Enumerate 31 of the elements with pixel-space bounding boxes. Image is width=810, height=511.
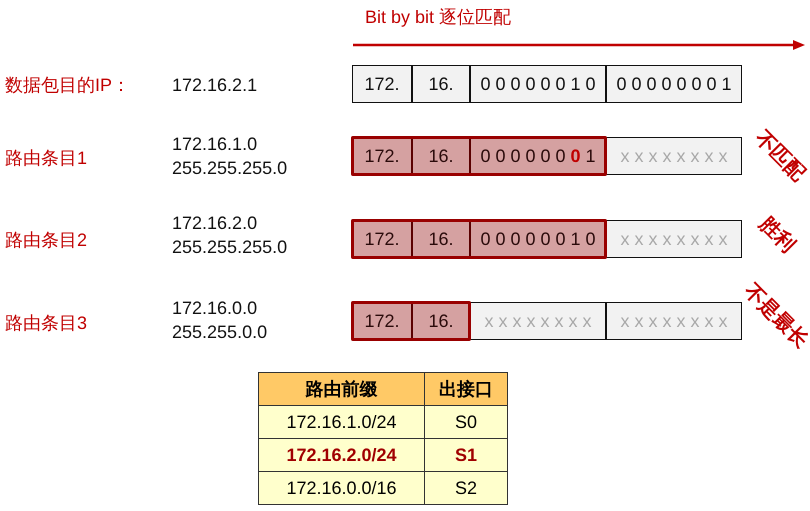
verdict-label: 不匹配 — [751, 127, 809, 185]
heading: Bit by bit 逐位匹配 — [365, 6, 512, 28]
ip-address: 172.16.2.1 — [172, 74, 258, 96]
row-label: 路由条目1 — [5, 147, 88, 169]
binary-cell: 0 0 0 0 0 0 1 0 — [470, 65, 606, 103]
ip-address: 172.16.2.0 — [172, 212, 258, 234]
ip-address: 172.16.0.0 — [172, 297, 258, 319]
wildcard-cell: x x x x x x x x — [470, 302, 606, 340]
row-label: 路由条目2 — [5, 229, 88, 251]
verdict-label: 胜利 — [755, 213, 799, 257]
wildcard-cell: x x x x x x x x — [606, 302, 742, 340]
table-cell: 172.16.1.0/24 — [258, 406, 424, 438]
row-label: 数据包目的IP： — [5, 74, 130, 96]
table-header-cell: 路由前缀 — [258, 372, 424, 406]
table-header-cell: 出接口 — [424, 372, 508, 406]
table-cell: S0 — [424, 406, 508, 438]
octet-cell: 16. — [412, 65, 470, 103]
wildcard-cell: x x x x x x x x — [606, 220, 742, 258]
subnet-mask: 255.255.255.0 — [172, 236, 288, 258]
ip-address: 172.16.1.0 — [172, 133, 258, 155]
table-cell: 172.16.2.0/24 — [258, 438, 424, 472]
row-label: 路由条目3 — [5, 312, 88, 334]
table-cell: S1 — [424, 438, 508, 472]
table-cell: S2 — [424, 472, 508, 504]
octet-cell: 172. — [352, 65, 412, 103]
subnet-mask: 255.255.0.0 — [172, 321, 268, 343]
table-cell: 172.16.0.0/16 — [258, 472, 424, 504]
wildcard-cell: x x x x x x x x — [606, 137, 742, 175]
binary-cell: 0 0 0 0 0 0 0 1 — [606, 65, 742, 103]
subnet-mask: 255.255.255.0 — [172, 157, 288, 179]
verdict-label: 不是最长 — [740, 280, 810, 352]
